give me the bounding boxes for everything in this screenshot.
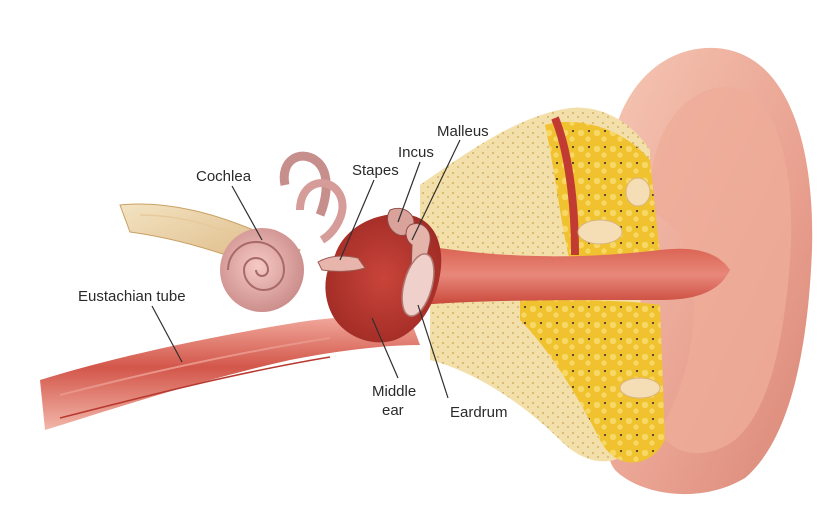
label-middle-ear-line1: Middle bbox=[372, 383, 416, 400]
label-eardrum: Eardrum bbox=[450, 404, 508, 421]
label-eustachian-tube: Eustachian tube bbox=[78, 288, 186, 305]
label-malleus: Malleus bbox=[437, 123, 489, 140]
label-middle-ear-line2: ear bbox=[382, 402, 404, 419]
temporal-bone-lower bbox=[430, 295, 665, 463]
label-incus: Incus bbox=[398, 144, 434, 161]
stapes bbox=[318, 256, 365, 271]
label-stapes: Stapes bbox=[352, 162, 399, 179]
label-cochlea: Cochlea bbox=[196, 168, 252, 185]
